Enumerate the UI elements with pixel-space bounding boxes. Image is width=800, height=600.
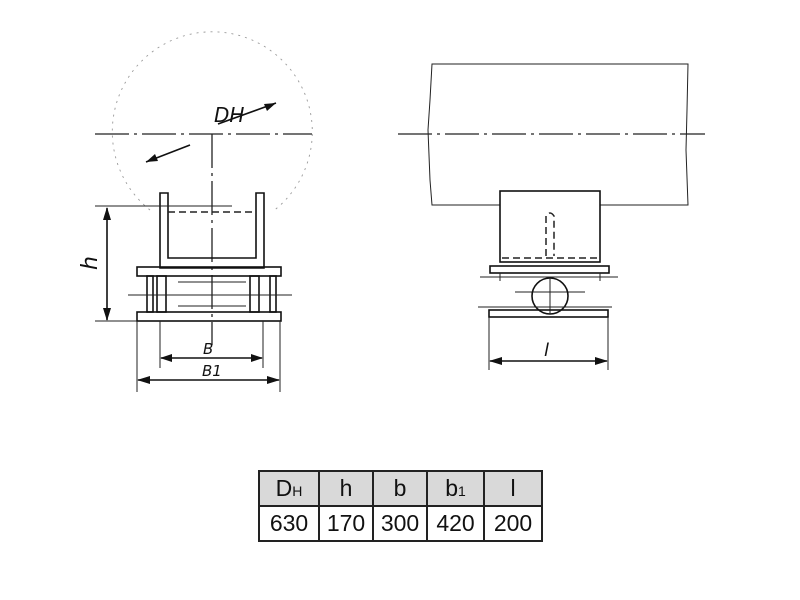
front-view: DH h B B1 — [78, 31, 313, 392]
header-cell: l — [483, 470, 543, 507]
pipe-outline-circle — [111, 31, 313, 213]
upper-plate — [136, 266, 282, 277]
diameter-label: DH — [214, 103, 244, 127]
support-channel — [159, 192, 265, 269]
value-cell: 420 — [426, 505, 485, 542]
header-cell: b1 — [426, 470, 485, 507]
table-header-row: DH h b b1 l — [258, 470, 543, 507]
side-view: l — [398, 63, 705, 370]
pipe-outline — [427, 63, 689, 206]
lower-plate-side — [488, 309, 609, 318]
value-cell: 200 — [483, 505, 543, 542]
outer-width-label: B1 — [202, 362, 222, 380]
table-row: 630 170 300 420 200 — [258, 505, 543, 542]
header-cell: h — [318, 470, 374, 507]
width-label: B — [203, 340, 213, 358]
value-cell: 300 — [372, 505, 428, 542]
header-cell: DH — [258, 470, 320, 507]
length-label: l — [544, 340, 549, 361]
height-label: h — [78, 256, 103, 270]
value-cell: 170 — [318, 505, 374, 542]
upper-plate-side — [489, 265, 610, 274]
dimensions-table: DH h b b1 l 630 170 300 420 200 — [258, 470, 543, 542]
value-cell: 630 — [258, 505, 320, 542]
support-box — [499, 190, 601, 263]
lower-plate — [136, 311, 282, 322]
header-cell: b — [372, 470, 428, 507]
